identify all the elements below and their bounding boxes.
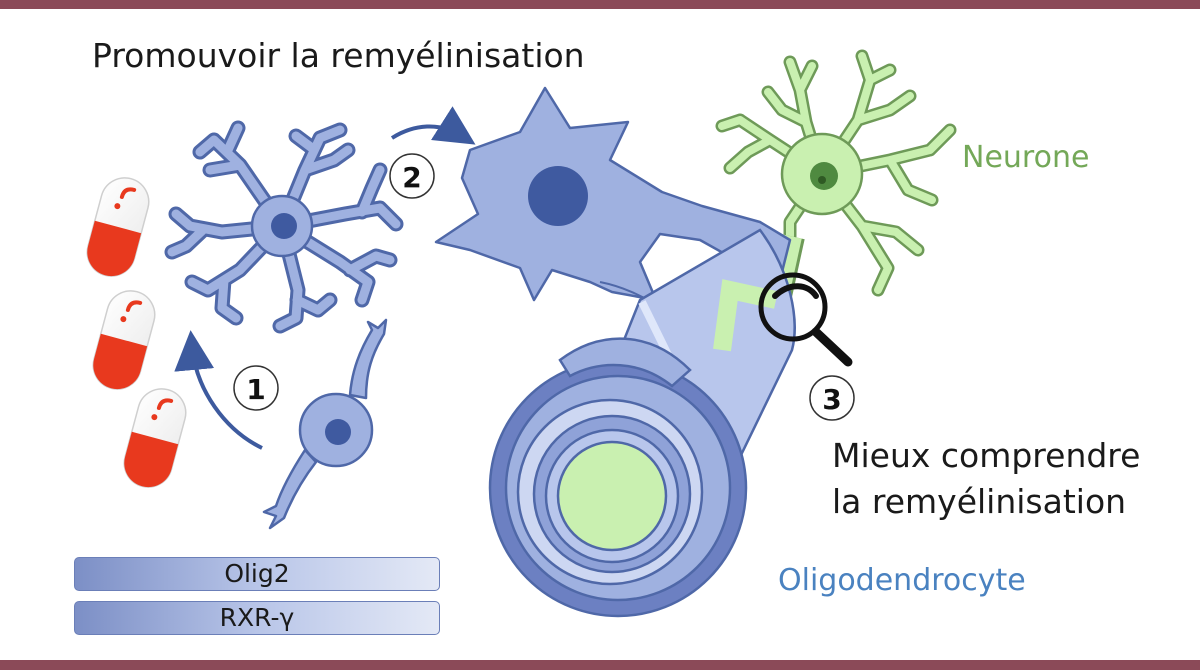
top-border-band [0, 0, 1200, 9]
step-circle-3: 3 [809, 375, 855, 421]
svg-text:2: 2 [402, 161, 421, 194]
oligodendrocyte-cell [434, 86, 792, 321]
mieux-line-2: la remyélinisation [832, 482, 1127, 521]
pill-capsule [86, 177, 150, 277]
diagram-title: Promouvoir la remyélinisation [92, 36, 585, 75]
arrow-step-2 [390, 106, 476, 145]
magnifier-icon [758, 272, 853, 367]
pill-capsule [92, 290, 156, 390]
step-circle-1: 1 [233, 365, 279, 411]
mieux-line-1: Mieux comprendre [832, 436, 1141, 475]
progenitor-cell [262, 318, 388, 530]
gene-bar-rxr-gamma: RXR-γ [74, 601, 440, 635]
gene-bar-olig2: Olig2 [74, 557, 440, 591]
bottom-border-band [0, 660, 1200, 670]
mieux-comprendre-label: Mieux comprendre la remyélinisation [832, 433, 1140, 525]
pill-capsule [123, 388, 187, 488]
neurone-label: Neurone [962, 140, 1090, 175]
branched-cell [164, 120, 404, 334]
myelin-sheath [488, 228, 796, 618]
svg-text:3: 3 [822, 383, 841, 416]
oligodendrocyte-label: Oligodendrocyte [778, 563, 1026, 598]
svg-text:1: 1 [246, 373, 265, 406]
step-circle-2: 2 [389, 153, 435, 199]
arrow-step-1 [174, 330, 263, 450]
